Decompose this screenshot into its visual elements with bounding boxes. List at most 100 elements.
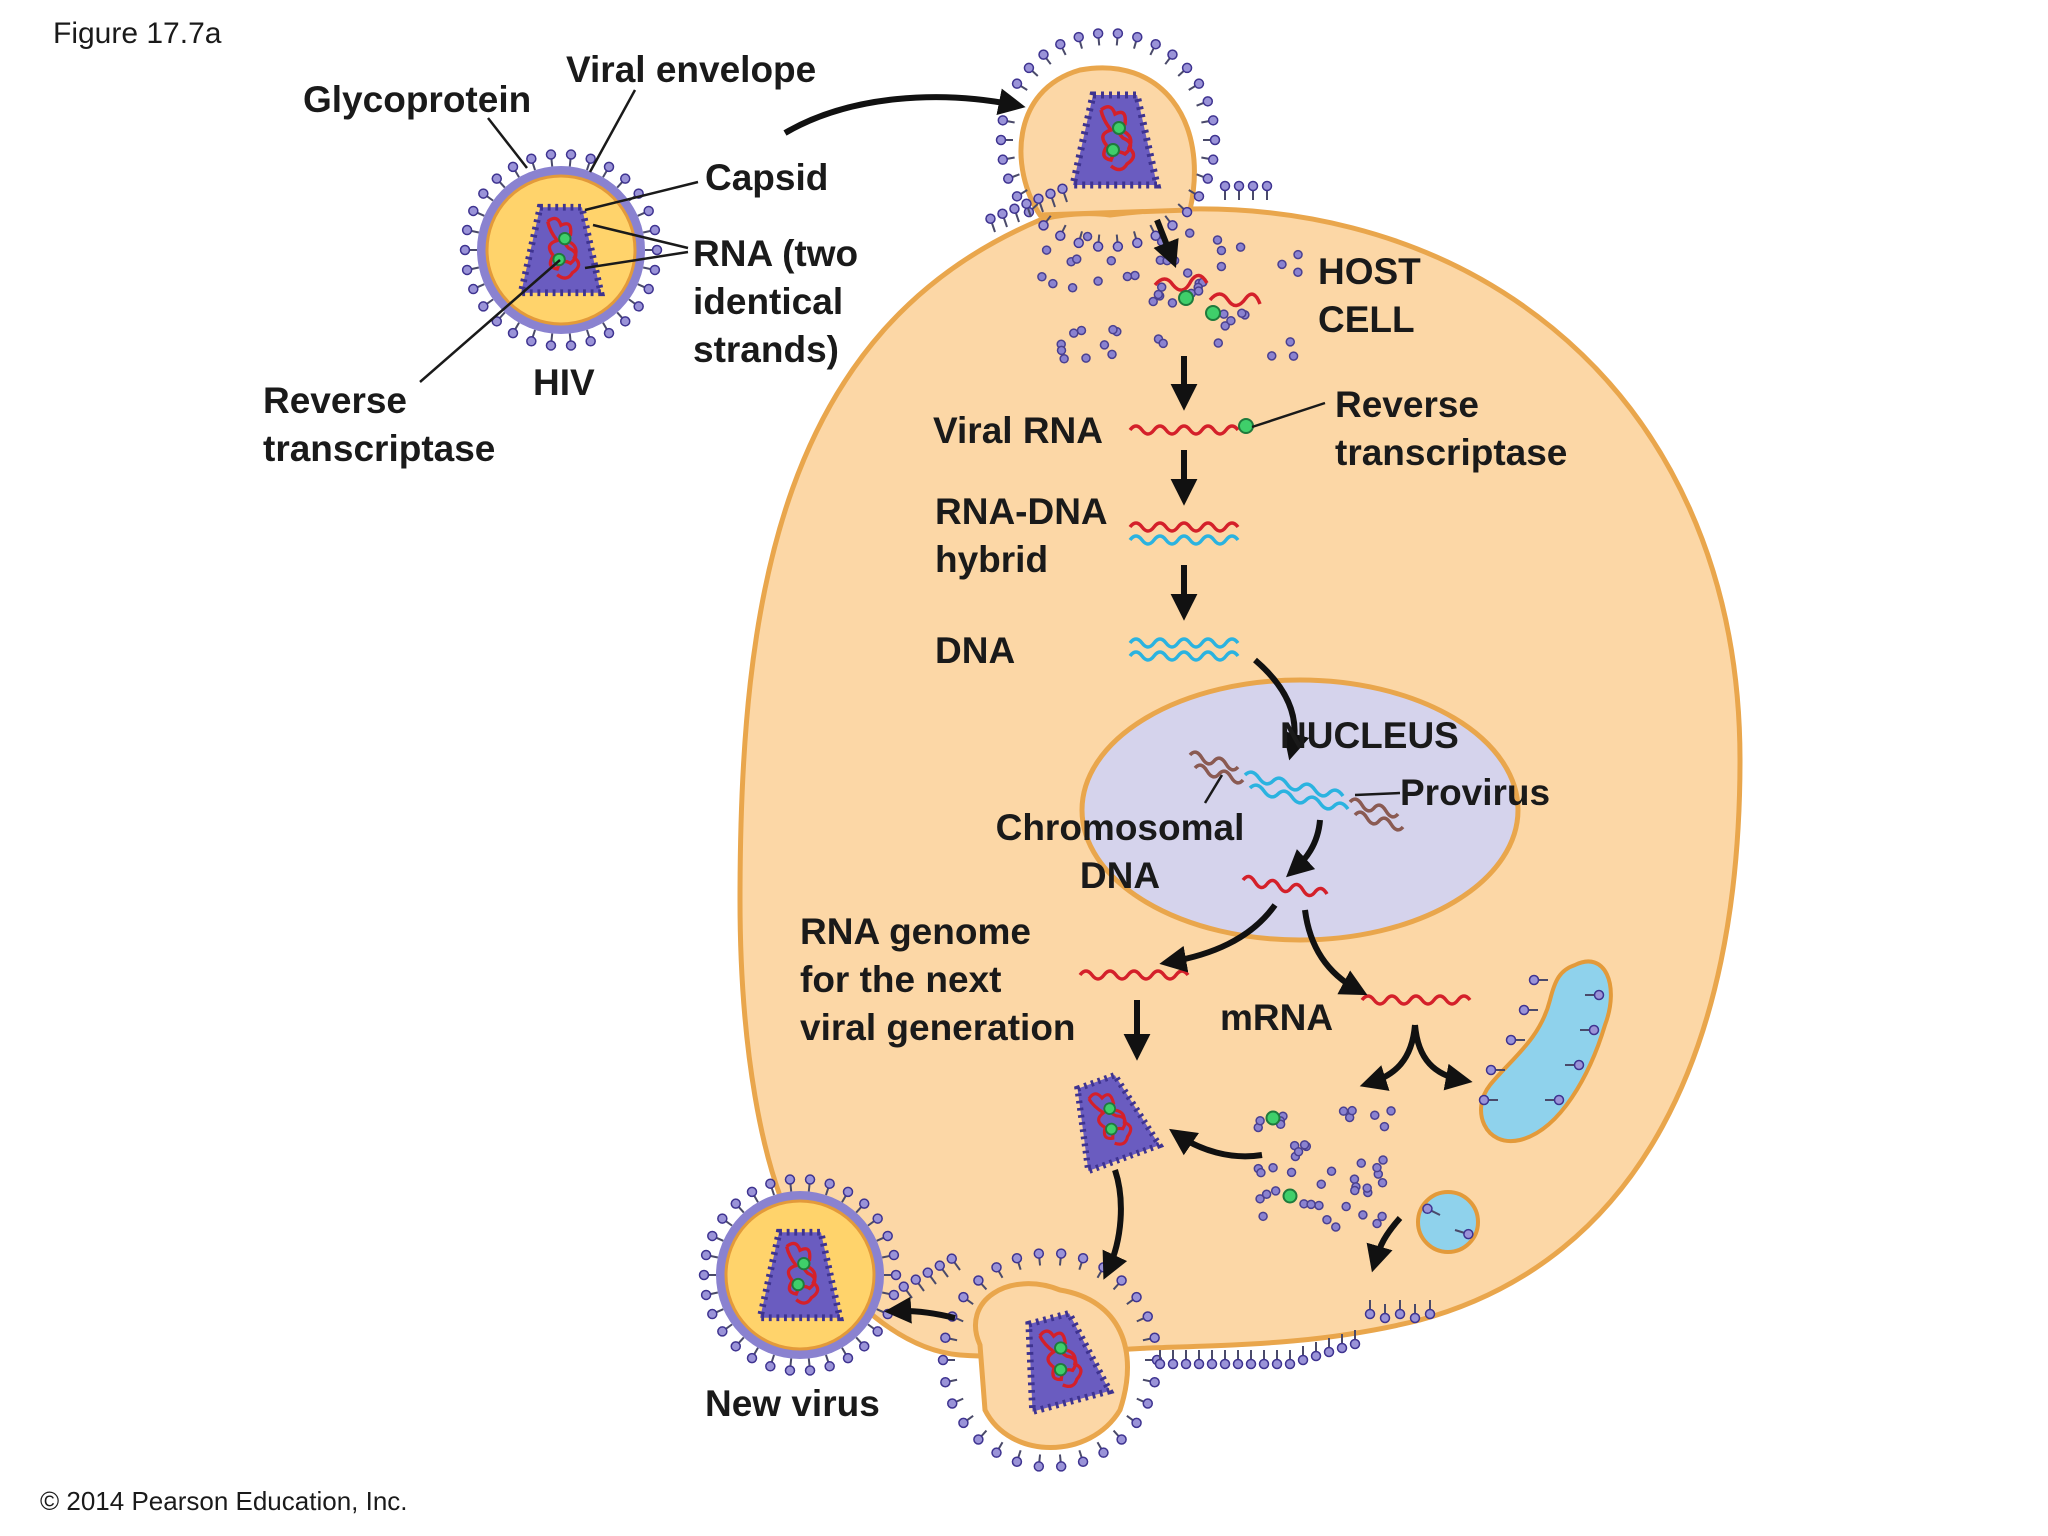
- arrow-rna-genome: [1159, 903, 1278, 973]
- glycoprotein-knob: [804, 1174, 816, 1185]
- glycoprotein-knob: [890, 1269, 902, 1281]
- capsid-protein: [1216, 261, 1227, 272]
- glycoprotein-knob: [1009, 203, 1020, 215]
- glycoprotein-knob: [507, 161, 519, 173]
- glycoprotein-knob: [765, 1361, 776, 1372]
- glycoprotein-knob: [1323, 1346, 1335, 1358]
- reverse-transcriptase-enzyme: [1282, 1188, 1298, 1204]
- glycoprotein-knob: [1149, 1376, 1160, 1388]
- capsid-protein: [1286, 1167, 1297, 1178]
- glycoprotein-knob: [565, 149, 577, 160]
- arrow-capsid-to-membrane: [1102, 1169, 1128, 1280]
- capsid-protein: [1288, 351, 1299, 361]
- glycoprotein-knob: [1232, 1358, 1244, 1370]
- capsid-protein: [1316, 1179, 1327, 1189]
- glycoprotein-knob: [1021, 198, 1032, 210]
- glycoprotein-knob: [603, 161, 615, 173]
- rna-two-label-1: RNA (two: [693, 233, 858, 274]
- provirus-leader: [1354, 791, 1401, 797]
- glycoprotein-knob: [459, 244, 471, 256]
- capsid-protein: [1156, 282, 1167, 292]
- glycoprotein-knob: [730, 1341, 742, 1352]
- capsid-protein: [1306, 1199, 1316, 1210]
- glycoprotein-knob: [1055, 1248, 1067, 1259]
- glycoprotein-knob: [1422, 1203, 1433, 1215]
- glycoprotein-knob: [478, 301, 489, 312]
- assembling-capsid: [1074, 1071, 1165, 1176]
- viral-rna: [1109, 128, 1136, 172]
- arrow-translation-er: [1412, 1024, 1473, 1091]
- glycoprotein-knob: [1245, 1358, 1257, 1370]
- glycoprotein-knob: [1116, 1434, 1127, 1445]
- glycoprotein-knob: [1424, 1308, 1436, 1320]
- capsid-protein: [1220, 321, 1230, 331]
- capsid-protein: [1108, 324, 1118, 335]
- hiv-label: HIV: [533, 362, 595, 403]
- capsid-protein: [1347, 1105, 1357, 1116]
- capsid-protein: [1258, 1211, 1268, 1222]
- capsid-protein: [1059, 354, 1069, 364]
- capsid-protein: [1226, 315, 1236, 326]
- reverse-transcriptase-right-2: transcriptase: [1335, 432, 1567, 473]
- dna-strand-2: [1128, 650, 1240, 662]
- glycoprotein-knob: [1073, 31, 1084, 43]
- capsid-protein: [1255, 1194, 1265, 1204]
- hiv-virion: [459, 149, 663, 351]
- glycoprotein-knob: [491, 173, 503, 184]
- capsid-protein: [1107, 349, 1117, 360]
- glycoprotein-knob: [1149, 1332, 1160, 1344]
- glycoprotein-knob: [1207, 154, 1219, 165]
- glycoprotein-knob: [1011, 1456, 1023, 1468]
- viral-rna: [546, 216, 578, 271]
- glycoprotein-knob: [1193, 191, 1205, 202]
- glycoprotein-knob: [991, 1262, 1002, 1273]
- glycoprotein-knob: [804, 1365, 816, 1376]
- glycoprotein-knob: [1077, 1456, 1089, 1468]
- arrow-vesicle-to-membrane: [1366, 1216, 1403, 1273]
- chromosomal-dna-label-1: Chromosomal: [996, 807, 1245, 848]
- dna-strand-1: [1128, 637, 1240, 649]
- capsid-protein: [1270, 1186, 1281, 1196]
- capsid-protein: [1076, 325, 1087, 336]
- glycoprotein-knob: [717, 1213, 728, 1224]
- glycoprotein-knob: [946, 1253, 958, 1264]
- viral-rna: [1111, 1108, 1133, 1146]
- glycoprotein-knob: [468, 283, 479, 295]
- capsid-protein: [1067, 282, 1078, 293]
- copyright: © 2014 Pearson Education, Inc.: [40, 1486, 408, 1516]
- provirus-label: Provirus: [1400, 772, 1550, 813]
- mrna-strand: [1360, 994, 1472, 1006]
- glycoprotein-knob: [1011, 1252, 1023, 1264]
- reverse-transcriptase-enzyme: [797, 1256, 811, 1271]
- chromosomal-dna-label-2: DNA: [1080, 855, 1160, 896]
- viral-rna: [795, 1263, 820, 1305]
- glycoprotein-knob: [922, 1267, 934, 1278]
- rna-two-label-3: strands): [693, 329, 839, 370]
- capsid-protein: [1379, 1121, 1390, 1132]
- viral-envelope-label: Viral envelope: [566, 49, 816, 90]
- reverse-transcriptase-right-1: Reverse: [1335, 384, 1479, 425]
- rna-dna-hybrid-label-2: hybrid: [935, 539, 1048, 580]
- glycoprotein-knob: [1202, 96, 1214, 107]
- capsid-protein: [1081, 353, 1091, 363]
- glycoprotein-knob: [934, 1260, 946, 1271]
- capsid-protein: [1386, 1106, 1396, 1116]
- glycoprotein-knob: [1038, 49, 1049, 60]
- glycoprotein-knob: [888, 1249, 900, 1261]
- glycoprotein-knob: [991, 1447, 1002, 1458]
- glycoprotein-knob: [1573, 1059, 1585, 1071]
- glycoprotein-knob: [1219, 1358, 1231, 1370]
- glycoprotein-knob: [997, 154, 1009, 165]
- rt-leader-left: [419, 259, 561, 383]
- chromosomal-dna-4: [1353, 810, 1405, 832]
- glycoprotein-knob: [649, 224, 661, 236]
- glycoprotein-knob: [1588, 1024, 1600, 1036]
- provirus-dna: [1243, 770, 1345, 798]
- viral-rna: [1099, 105, 1133, 162]
- glycoprotein-knob: [1349, 1338, 1361, 1350]
- glycoprotein-knob: [898, 1281, 910, 1292]
- capsid-protein: [1314, 1200, 1324, 1211]
- capsid-protein: [1158, 338, 1168, 349]
- capsid-label: Capsid: [705, 157, 828, 198]
- new-virus-label: New virus: [705, 1383, 880, 1424]
